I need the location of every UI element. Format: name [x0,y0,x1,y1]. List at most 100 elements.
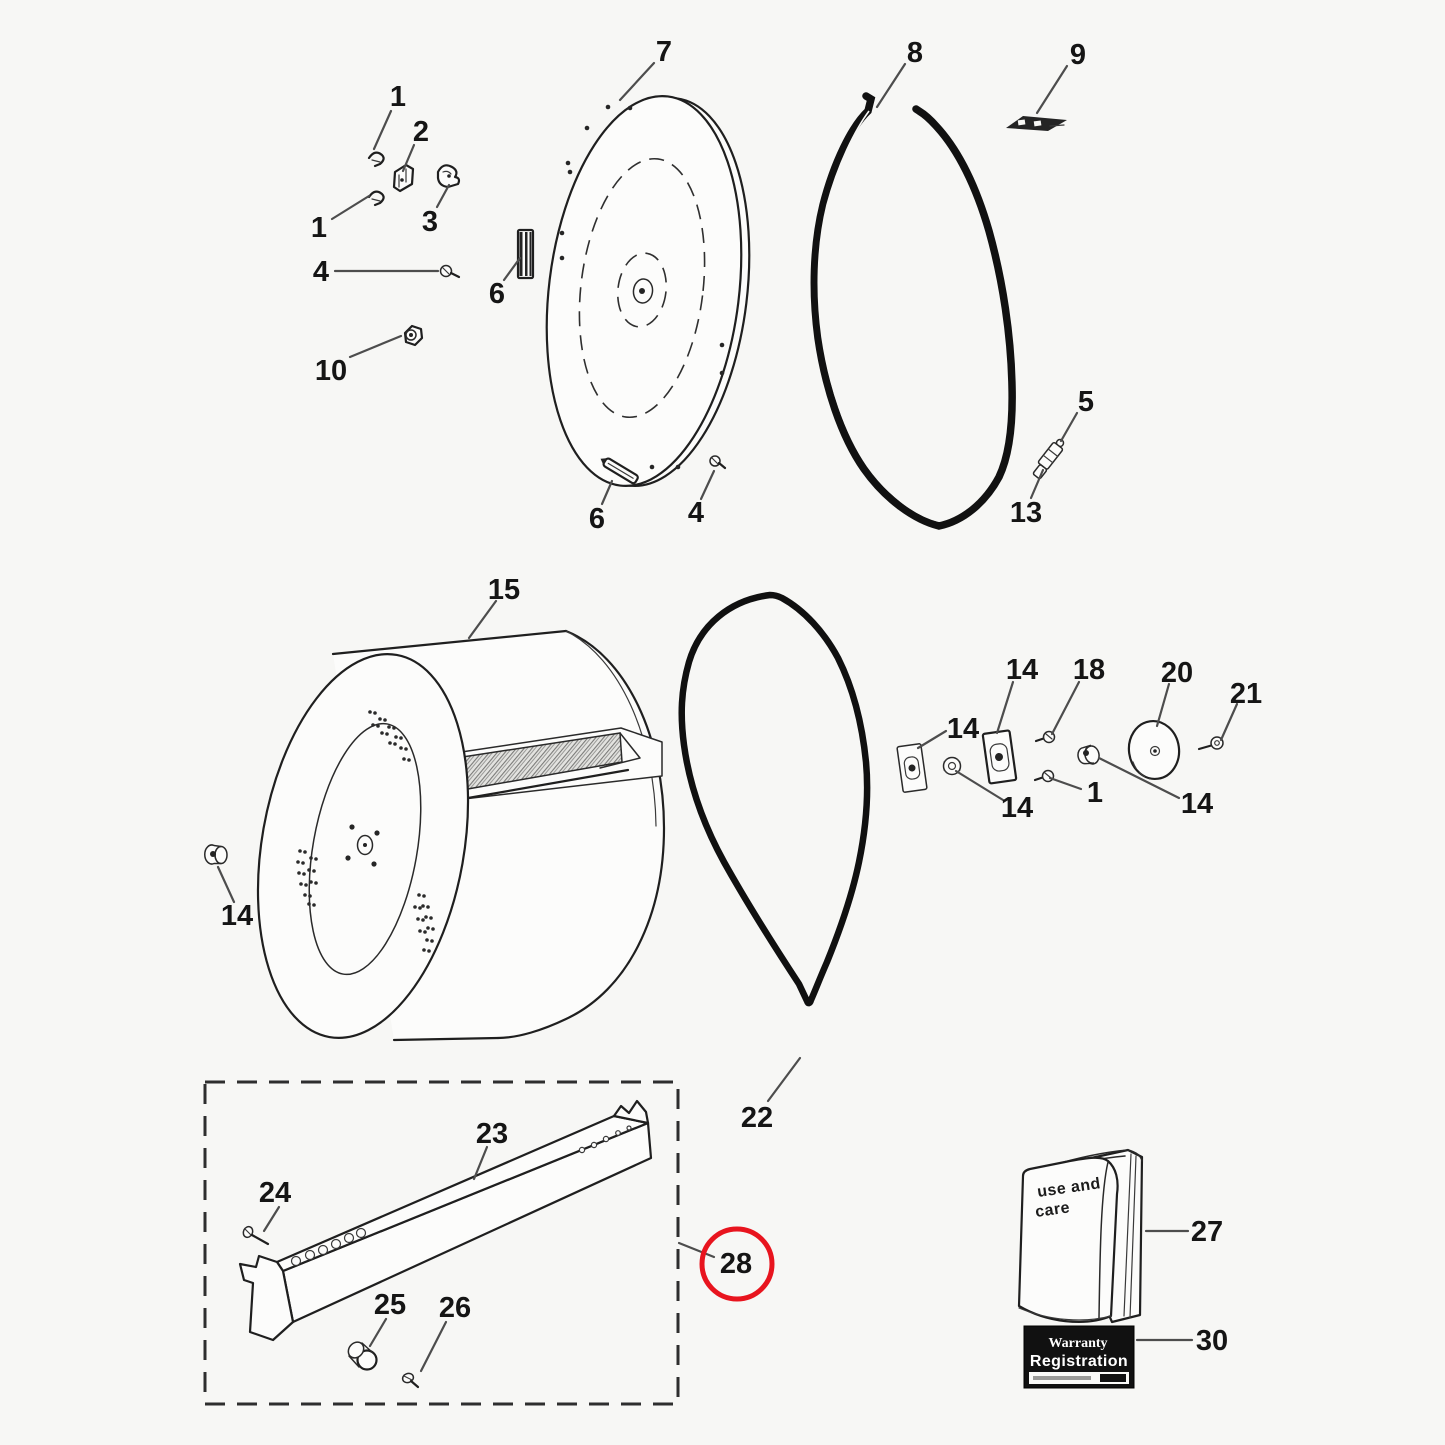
part-6-slide-upper [516,228,535,280]
leader-line-24 [262,1205,281,1233]
leader-line-4 [699,469,716,501]
part-number-label-9: 9 [1070,39,1086,71]
leader-line-14 [216,865,236,904]
part-24-screw [242,1225,270,1246]
part-1-clip-lower [367,190,385,207]
callout-9-9: 9 [1035,39,1086,115]
leader-line-14 [916,729,948,750]
callout-1-0: 1 [372,81,406,151]
part-number-label-14: 14 [1001,792,1033,824]
leader-line-18 [1050,680,1081,736]
rear-panel-rivet-holes [559,104,725,470]
part-9-retainer [1006,116,1067,131]
part-6-slide-lower [600,457,639,485]
callout-22-16: 22 [741,1056,802,1134]
part-21-screw [1197,736,1224,751]
leader-line-13 [1029,468,1045,500]
part-10-nut [403,324,424,347]
part-1-clip-upper [367,151,385,168]
part-14-bushing-right [1077,744,1100,765]
part-number-label-25: 25 [374,1289,406,1321]
callout-1-23: 1 [1048,776,1103,809]
leader-line-1 [330,194,371,221]
callout-4-11: 4 [688,469,716,529]
kit-28-dashed-box [203,1080,680,1406]
callout-21-20: 21 [1219,678,1262,742]
leader-line-25 [368,1317,388,1348]
part-26-screw [401,1372,420,1389]
part-number-label-22: 22 [741,1102,773,1134]
callout-15-14: 15 [467,574,520,640]
part-14-plate-center [981,729,1018,785]
callout-2-1: 2 [401,116,429,173]
booklet-cover-line2: care [1034,1199,1071,1221]
callout-14-21: 14 [916,713,979,750]
part-number-label-28: 28 [720,1248,752,1280]
drum-hub-holes [345,824,380,867]
part-30-warranty-card: Warranty Registration [1023,1325,1135,1389]
callout-4-4: 4 [313,256,440,288]
leader-line-5 [1059,411,1079,443]
callout-23-25: 23 [472,1118,508,1181]
part-number-label-30: 30 [1196,1325,1228,1357]
callout-5-12: 5 [1059,386,1094,443]
part-number-label-4: 4 [313,256,329,288]
callout-13-13: 13 [1010,468,1045,529]
part-number-label-1: 1 [390,81,406,113]
part-3-clamp [436,164,461,189]
leader-line-2 [401,143,416,173]
part-number-label-24: 24 [259,1177,291,1209]
callout-25-27: 25 [368,1289,406,1348]
leader-line-3 [435,183,451,209]
part-14-plate-left [896,743,928,793]
part-number-label-6: 6 [489,278,505,310]
callout-6-10: 6 [589,479,614,535]
leader-line-20 [1155,682,1171,728]
part-number-label-10: 10 [315,355,347,387]
leader-line-28 [677,1241,716,1259]
part-number-label-8: 8 [907,37,923,69]
part-number-label-3: 3 [422,206,438,238]
leader-line-22 [766,1056,802,1103]
part-number-label-15: 15 [488,574,520,606]
callout-28-31: 28 [677,1226,775,1302]
callout-10-6: 10 [315,334,403,387]
part-20-pulley-disc [1127,719,1181,781]
part-number-label-13: 13 [1010,497,1042,529]
callout-6-5: 6 [489,256,522,310]
part-22-door-seal [678,591,871,1007]
part-27-use-and-care-guide: use and care [1017,1148,1144,1324]
leader-line-14 [995,680,1015,735]
callout-14-15: 14 [216,865,253,932]
part-4-screw-upper [439,264,461,279]
part-number-label-14: 14 [947,713,979,745]
callout-30-30: 30 [1135,1325,1228,1357]
leader-line-6 [502,256,522,282]
leader-line-14 [954,769,1005,802]
part-number-label-6: 6 [589,503,605,535]
part-number-label-27: 27 [1191,1216,1223,1248]
part-number-label-23: 23 [476,1118,508,1150]
callout-20-19: 20 [1155,657,1193,728]
leader-line-23 [472,1145,489,1181]
part-15-drum [256,629,666,1042]
leader-line-1 [1048,776,1083,791]
drum-baffle-slot [447,727,663,801]
leader-line-9 [1035,64,1069,115]
callout-18-18: 18 [1050,654,1105,736]
part-14-nut [942,756,962,776]
part-number-label-1: 1 [311,212,327,244]
part-number-label-20: 20 [1161,657,1193,689]
callout-24-26: 24 [259,1177,291,1233]
warranty-card-line1: Warranty [1048,1336,1107,1351]
part-number-label-14: 14 [1006,654,1038,686]
part-23-support-beam [238,1099,653,1342]
part-7-rear-drum-panel [545,95,751,487]
part-14-bushing-left [204,844,228,865]
highlight-ring [699,1226,775,1302]
warranty-fineprint-line [1033,1376,1091,1380]
part-number-label-7: 7 [656,36,672,68]
callout-14-24: 14 [1097,756,1213,820]
leader-line-6 [600,479,614,506]
